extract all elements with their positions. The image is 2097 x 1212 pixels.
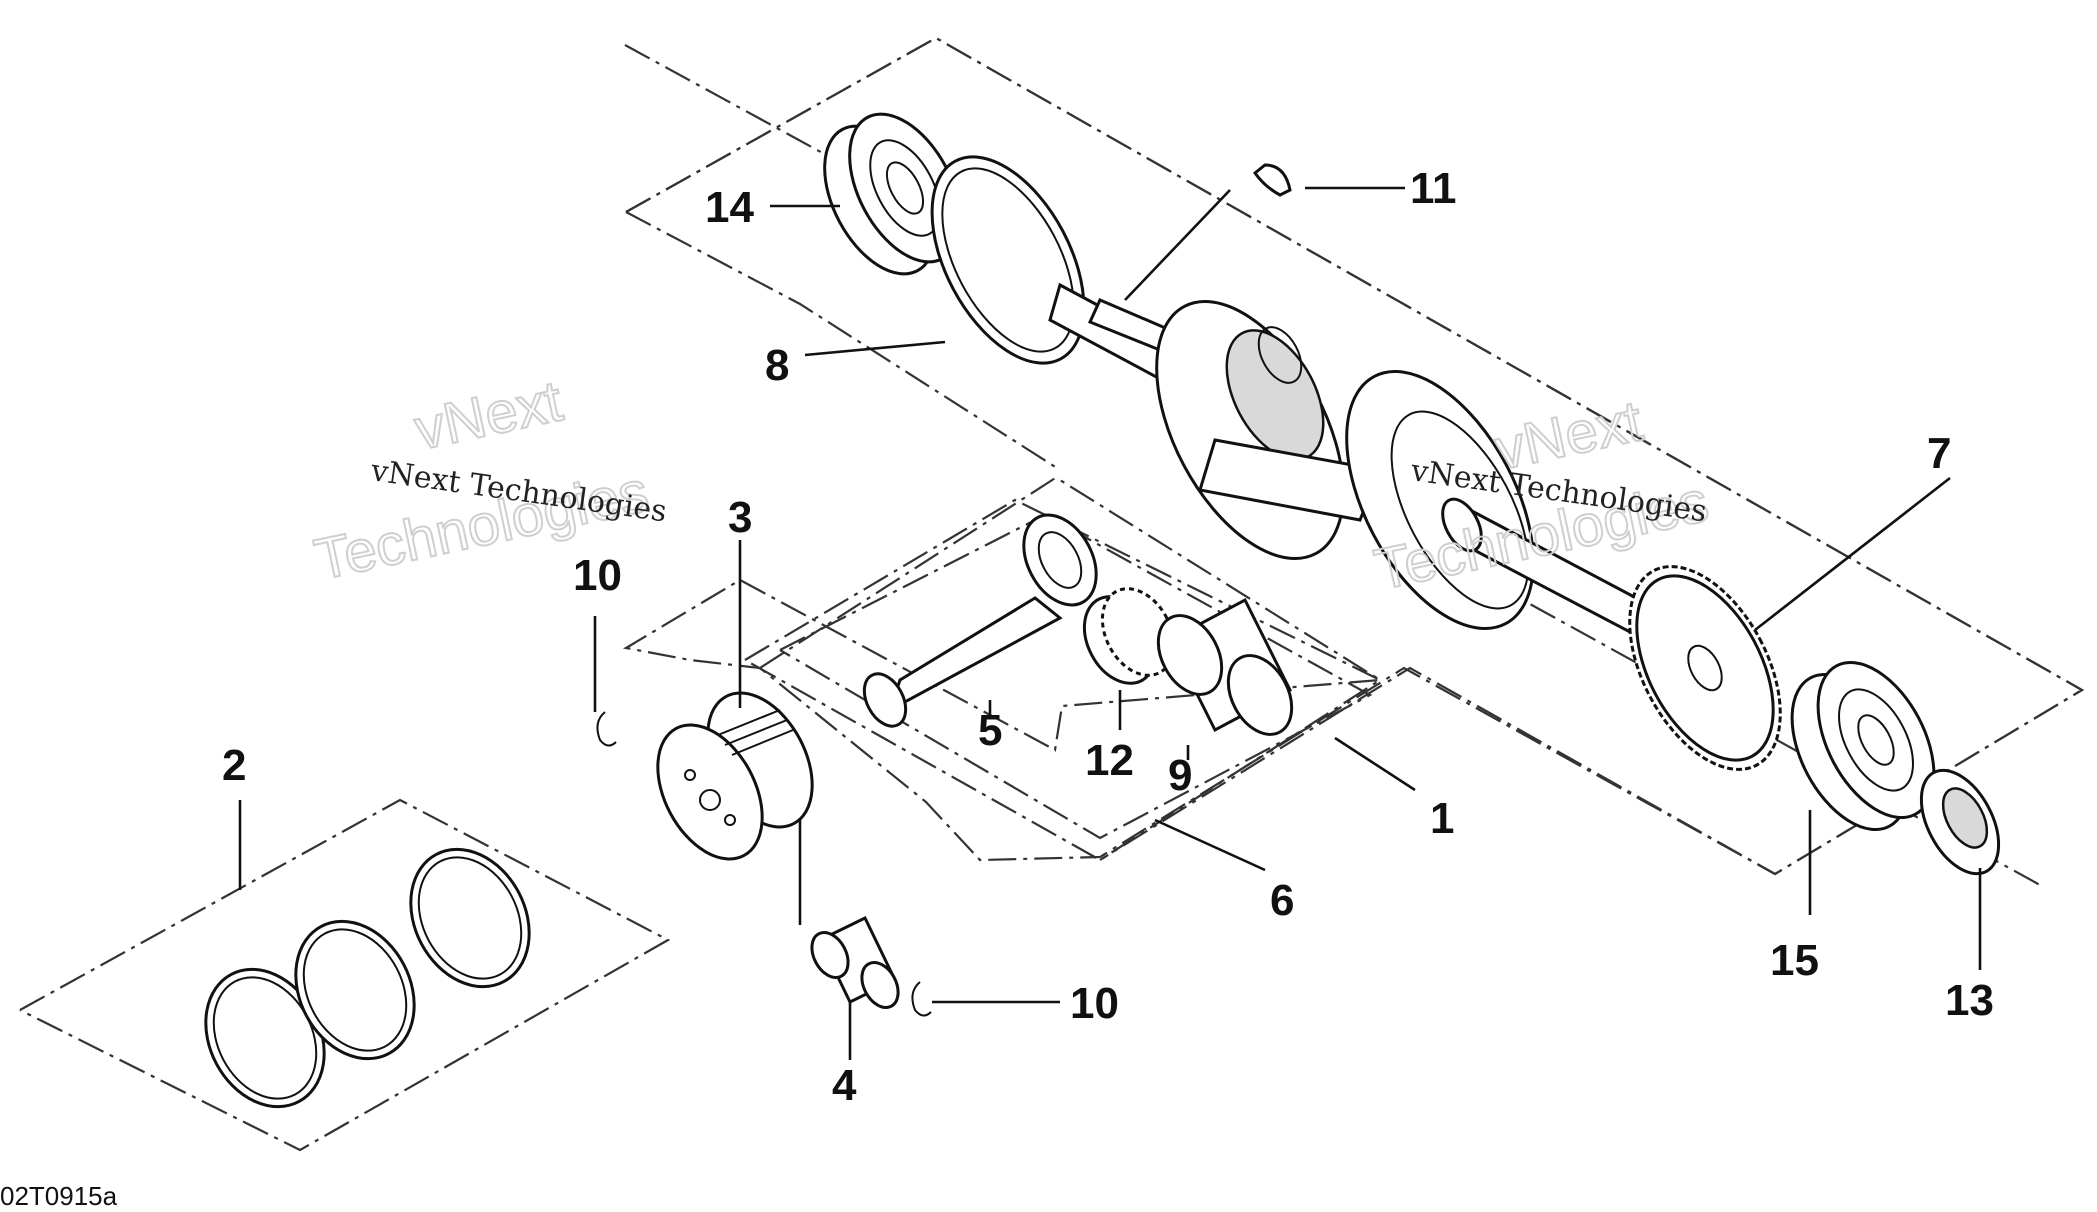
oil-seal-13 — [1919, 768, 2001, 876]
callout-1: 1 — [1430, 794, 1454, 843]
oil-seal-8 — [930, 155, 1086, 365]
callout-12: 12 — [1085, 736, 1134, 785]
callout-8: 8 — [765, 341, 789, 390]
group-outline-piston — [759, 474, 1061, 669]
callout-9: 9 — [1168, 751, 1192, 800]
crank-pin-9 — [1156, 597, 1294, 736]
circlip-10-top — [596, 711, 617, 747]
callout-5: 5 — [978, 706, 1002, 755]
callout-11: 11 — [1410, 164, 1457, 213]
needle-bearing-12 — [1082, 587, 1176, 685]
callout-4: 4 — [832, 1061, 857, 1110]
callout-15: 15 — [1770, 936, 1819, 985]
piston-3 — [656, 691, 814, 861]
group-outline-upper — [625, 211, 1061, 471]
watermark-big-left-top: vNext — [409, 368, 568, 462]
piston-pin-4 — [810, 915, 900, 1009]
callout-14: 14 — [705, 183, 754, 232]
callout-7: 7 — [1927, 429, 1951, 478]
callout-2: 2 — [222, 741, 246, 790]
callout-13: 13 — [1945, 976, 1994, 1025]
bearing-15 — [1790, 660, 1936, 832]
gear-7 — [1628, 565, 1782, 771]
group-outline-conrod-inner — [779, 513, 1373, 840]
circlip-10-bottom — [911, 981, 932, 1017]
callout-3: 3 — [728, 493, 752, 542]
woodruff-key-11 — [1252, 163, 1292, 197]
callout-10-bottom: 10 — [1070, 979, 1119, 1028]
connecting-rod-5 — [862, 513, 1098, 728]
group-outline-conrod — [744, 498, 1383, 862]
axis-line-left — [624, 44, 1001, 251]
callout-10-top: 10 — [573, 551, 622, 600]
callout-6: 6 — [1270, 876, 1294, 925]
leader-lines — [238, 186, 1982, 1060]
group-outline-rings — [19, 798, 671, 1152]
piston-rings-2 — [204, 847, 531, 1109]
diagram-code: 02T0915a — [0, 1181, 118, 1211]
